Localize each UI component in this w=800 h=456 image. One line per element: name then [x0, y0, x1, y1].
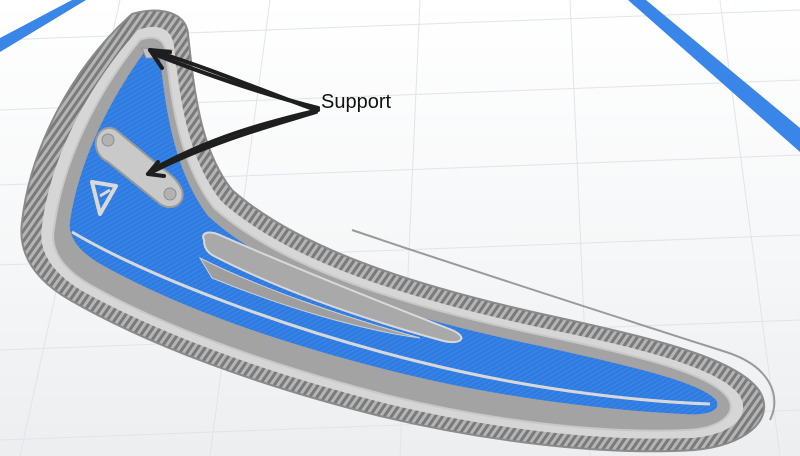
support-tab — [94, 126, 184, 209]
inner-wall-line — [71, 230, 711, 406]
support-annotation-arrows — [146, 48, 320, 178]
bed-border-left — [0, 0, 86, 52]
slot-cutout-long — [202, 231, 463, 344]
outer-perimeter — [52, 36, 732, 432]
model-infill — [69, 48, 718, 415]
slot-cutout-short — [198, 256, 421, 339]
triangle-logo-icon — [90, 180, 118, 216]
skirt-line — [351, 229, 776, 421]
support-annotation-label: Support — [321, 91, 392, 113]
bed-border-right — [628, 0, 800, 152]
